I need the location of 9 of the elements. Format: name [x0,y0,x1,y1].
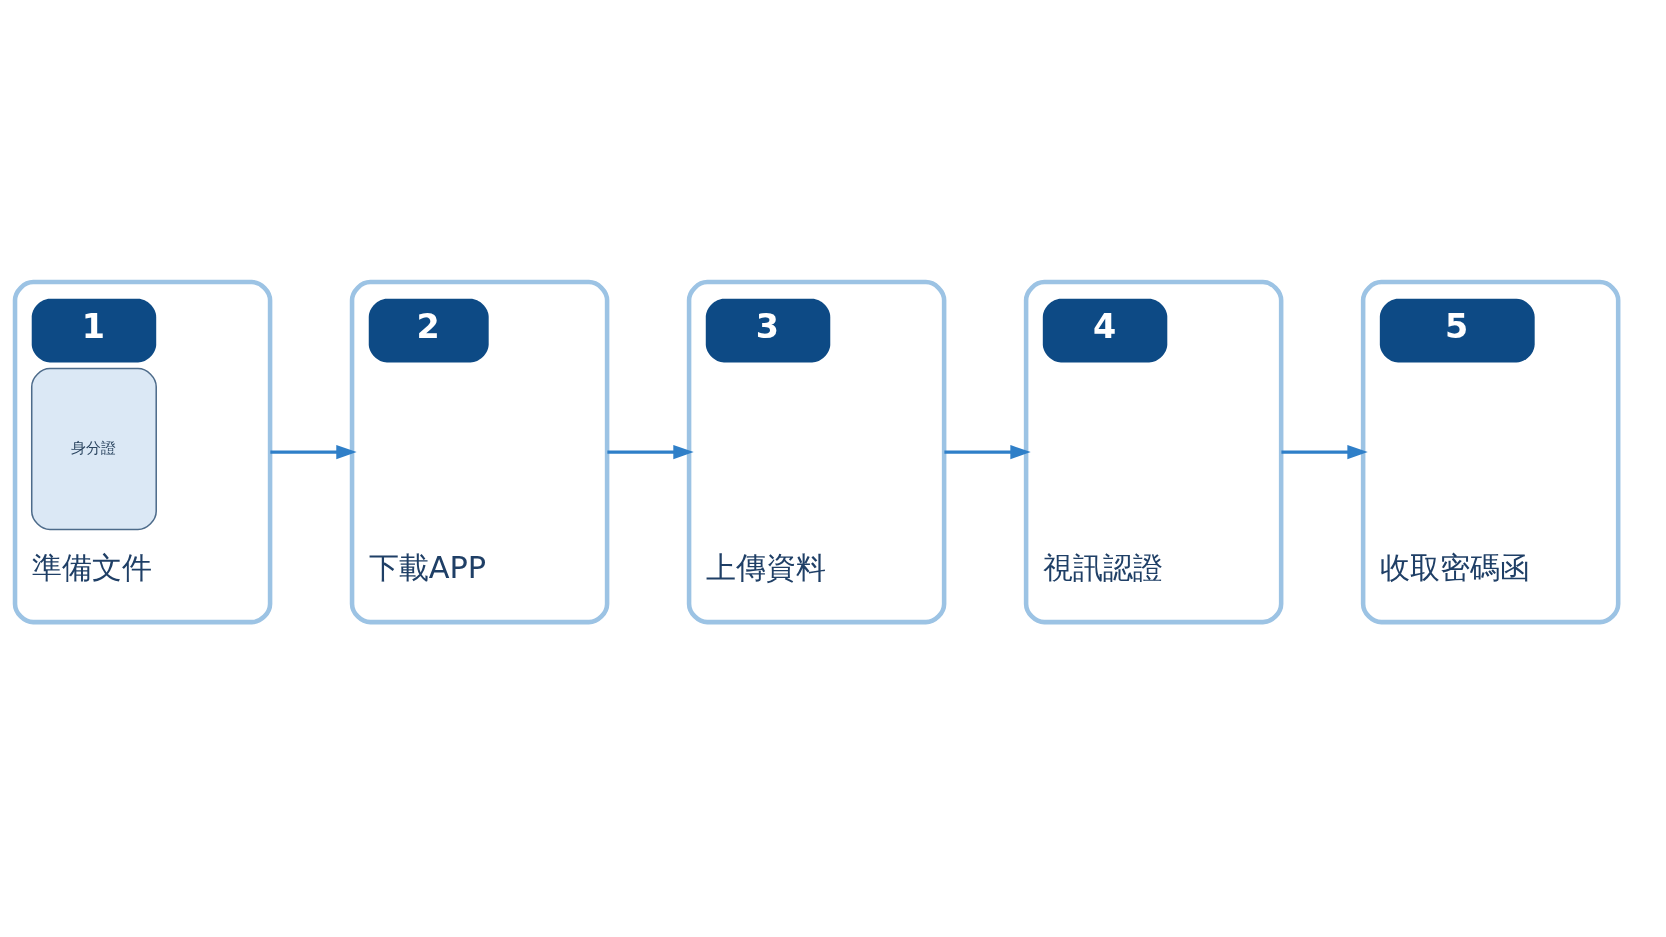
arrow [944,444,1031,460]
node-box: 4 視訊認證 [1023,279,1284,625]
node-box: 1 身分證 準備文件 [12,279,273,625]
node-box: 3 上傳資料 [686,279,947,625]
node-box: 2 下載APP [349,279,610,625]
arrow [270,444,357,460]
node-box: 5 收取密碼函 [1360,279,1621,625]
arrow [607,444,694,460]
arrow [1281,444,1368,460]
